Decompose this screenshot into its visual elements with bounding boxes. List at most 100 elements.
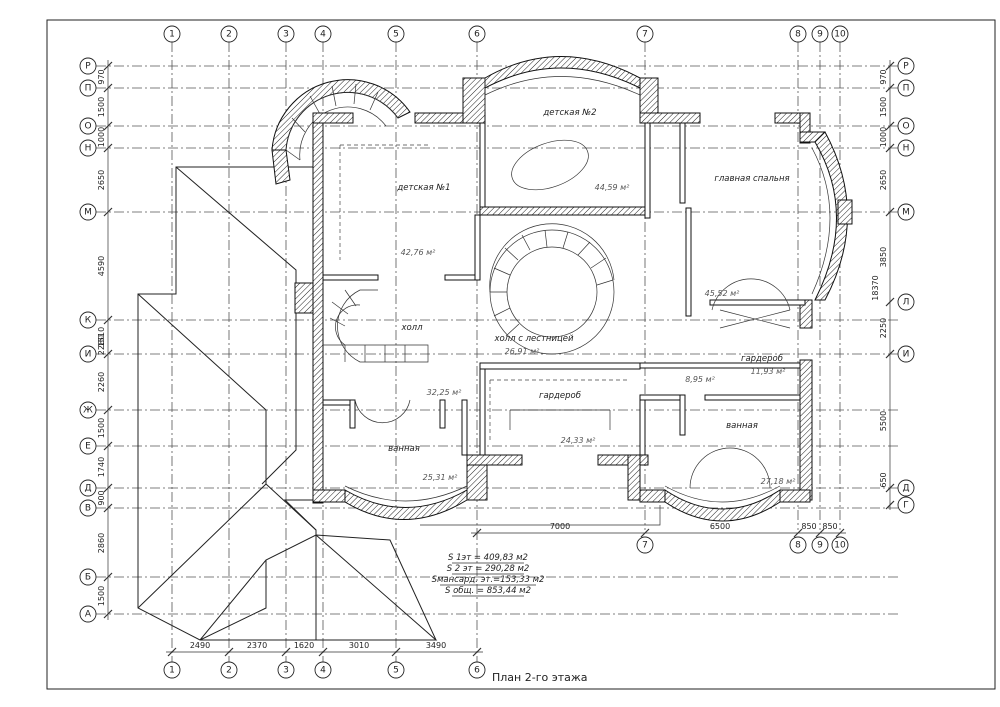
dim-tick-left-11 xyxy=(103,572,113,582)
axis-bottom-4-bubble xyxy=(387,661,405,679)
dim-tick-mid-0 xyxy=(472,528,482,538)
axis-top-3-bubble xyxy=(314,25,332,43)
dim-tick-right-2 xyxy=(885,121,895,131)
room-master-bedroom-name: главная спальня xyxy=(714,174,789,184)
dim-tick-left-6 xyxy=(103,349,113,359)
dim-tick-right-1 xyxy=(885,83,895,93)
dim-tick-left-3 xyxy=(103,143,113,153)
drawing-caption: План 2-го этажа xyxy=(492,671,588,684)
axis-top-8-bubble xyxy=(811,25,829,43)
axis-right-6-label: И xyxy=(903,350,910,360)
axis-right-1-label: П xyxy=(903,84,910,94)
axis-bottom-3-label: 4 xyxy=(320,666,326,676)
exterior-spiral-stair xyxy=(271,79,411,185)
axis-top-6-bubble xyxy=(636,25,654,43)
axis-right-3-bubble xyxy=(897,139,915,157)
room-bathroom-2-name: ванная xyxy=(726,421,758,431)
dim-right-0: 970 xyxy=(879,69,888,84)
dim-right-8: 650 xyxy=(879,472,888,487)
axis-left-5-label: К xyxy=(85,316,92,326)
axis-right-4-bubble xyxy=(897,203,915,221)
dim-tick-right-0 xyxy=(885,61,895,71)
axis-bottom-0-label: 1 xyxy=(169,666,175,676)
axis-bottom-2-label: 3 xyxy=(283,666,289,676)
axis-left-7-bubble xyxy=(79,401,97,419)
axis-mid-3-label: 10 xyxy=(834,541,846,551)
axis-right-2-label: О xyxy=(902,122,909,132)
hall-staircase xyxy=(323,289,429,363)
axis-bottom-3-bubble xyxy=(314,661,332,679)
dim-tick-left-0 xyxy=(103,61,113,71)
room-labels: детская №1 42,76 м² детская №2 44,59 м² … xyxy=(388,108,796,486)
axis-left-5-bubble xyxy=(79,311,97,329)
axis-left-11-bubble xyxy=(79,568,97,586)
room-bathroom-1-name: ванная xyxy=(388,444,420,454)
axis-mid-0-label: 7 xyxy=(642,541,648,551)
axis-mid-2-bubble xyxy=(811,536,829,554)
axis-left-9-bubble xyxy=(79,479,97,497)
room-master-bedroom-area: 45,52 м² xyxy=(705,289,740,298)
lower-roof-outline xyxy=(137,166,438,641)
axis-mid-1-label: 8 xyxy=(795,541,801,551)
dim-bottom-0: 2490 xyxy=(190,641,210,650)
dim-tick-right-4 xyxy=(885,207,895,217)
dim-left-4: 4590 xyxy=(97,256,106,276)
dim-tick-left-7 xyxy=(103,405,113,415)
axis-right-5-label: Л xyxy=(903,298,910,308)
axis-top-1-label: 2 xyxy=(226,30,232,40)
axis-top-0-bubble xyxy=(163,25,181,43)
summary-line-3: Sмансард. эт.=153,33 м2 xyxy=(432,575,545,585)
area-summary: S 1эт = 409,83 м2 S 2 эт = 290,28 м2 Sма… xyxy=(432,553,545,597)
axis-top-1-bubble xyxy=(220,25,238,43)
dim-left-10: 900 xyxy=(97,490,106,505)
axis-right-1-bubble xyxy=(897,79,915,97)
axis-right-8-label: Г xyxy=(903,501,909,511)
room-children-1-name: детская №1 xyxy=(396,183,450,193)
axis-left-9-label: Д xyxy=(84,484,91,494)
dim-bottom-3: 3010 xyxy=(349,641,369,650)
dim-mid-2: 850 xyxy=(801,522,816,531)
axis-mid-0-bubble xyxy=(636,536,654,554)
dim-left-2: 1000 xyxy=(97,127,106,147)
room-wardrobe-2-area: 11,93 м² xyxy=(751,367,786,376)
dim-tick-right-6 xyxy=(885,349,895,359)
axis-left-2-label: О xyxy=(84,122,91,132)
dim-left-11: 2860 xyxy=(97,533,106,553)
axis-mid-2-label: 9 xyxy=(817,541,823,551)
axis-mid-1-bubble xyxy=(789,536,807,554)
room-wardrobe-2-name: гардероб xyxy=(741,354,783,364)
dim-left-9: 1740 xyxy=(97,457,106,477)
axis-right-0-bubble xyxy=(897,57,915,75)
interior-walls xyxy=(322,122,806,456)
axis-right-6-bubble xyxy=(897,345,915,363)
axis-top-9-label: 10 xyxy=(834,30,846,40)
axis-left-2-bubble xyxy=(79,117,97,135)
axis-top-3-label: 4 xyxy=(320,30,326,40)
axis-left-4-bubble xyxy=(79,203,97,221)
dim-mid-0: 7000 xyxy=(550,522,570,531)
dim-tick-mid-3 xyxy=(815,528,825,538)
axis-right-7-label: Д xyxy=(902,484,909,494)
dim-bottom-1: 2370 xyxy=(247,641,267,650)
axis-left-8-bubble xyxy=(79,437,97,455)
bay-window-top xyxy=(484,56,641,112)
axis-left-12-label: А xyxy=(85,610,92,620)
summary-line-4: S общ. = 853,44 м2 xyxy=(445,586,531,596)
bay-window-bottom-left xyxy=(344,485,468,520)
axis-left-4-label: М xyxy=(84,208,92,218)
dim-tick-mid-1 xyxy=(640,528,650,538)
dim-tick-left-4 xyxy=(103,207,113,217)
balcony-line xyxy=(420,505,661,526)
axis-top-9-bubble xyxy=(831,25,849,43)
dim-tick-mid-2 xyxy=(793,528,803,538)
dim-tick-bottom-3 xyxy=(318,647,328,657)
axis-right-7-bubble xyxy=(897,479,915,497)
bay-window-bottom-right xyxy=(664,485,781,522)
axis-left-3-bubble xyxy=(79,139,97,157)
axis-left-12-bubble xyxy=(79,605,97,623)
axis-right-2-bubble xyxy=(897,117,915,135)
dim-tick-bottom-2 xyxy=(281,647,291,657)
axis-left-6-label: И xyxy=(85,350,92,360)
axis-bottom-1-bubble xyxy=(220,661,238,679)
